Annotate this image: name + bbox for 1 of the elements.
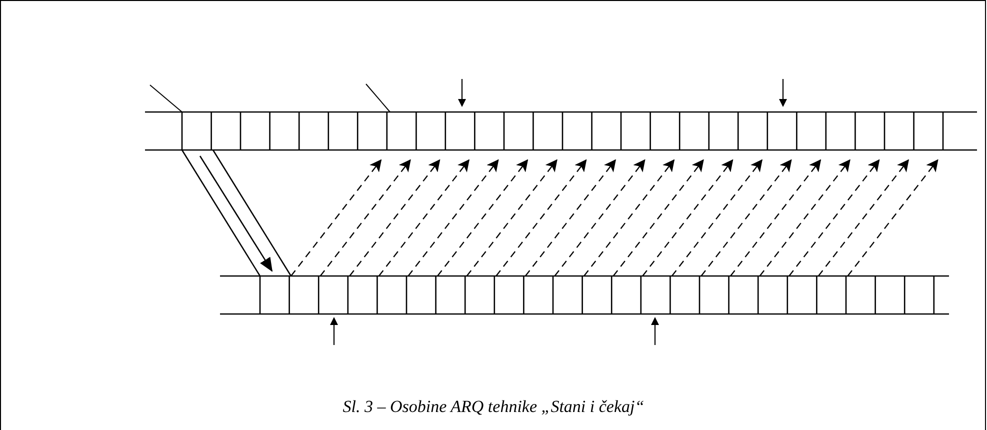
- caption: Sl. 3 – Osobine ARQ tehnike „Stani i čekaj“: [342, 397, 644, 416]
